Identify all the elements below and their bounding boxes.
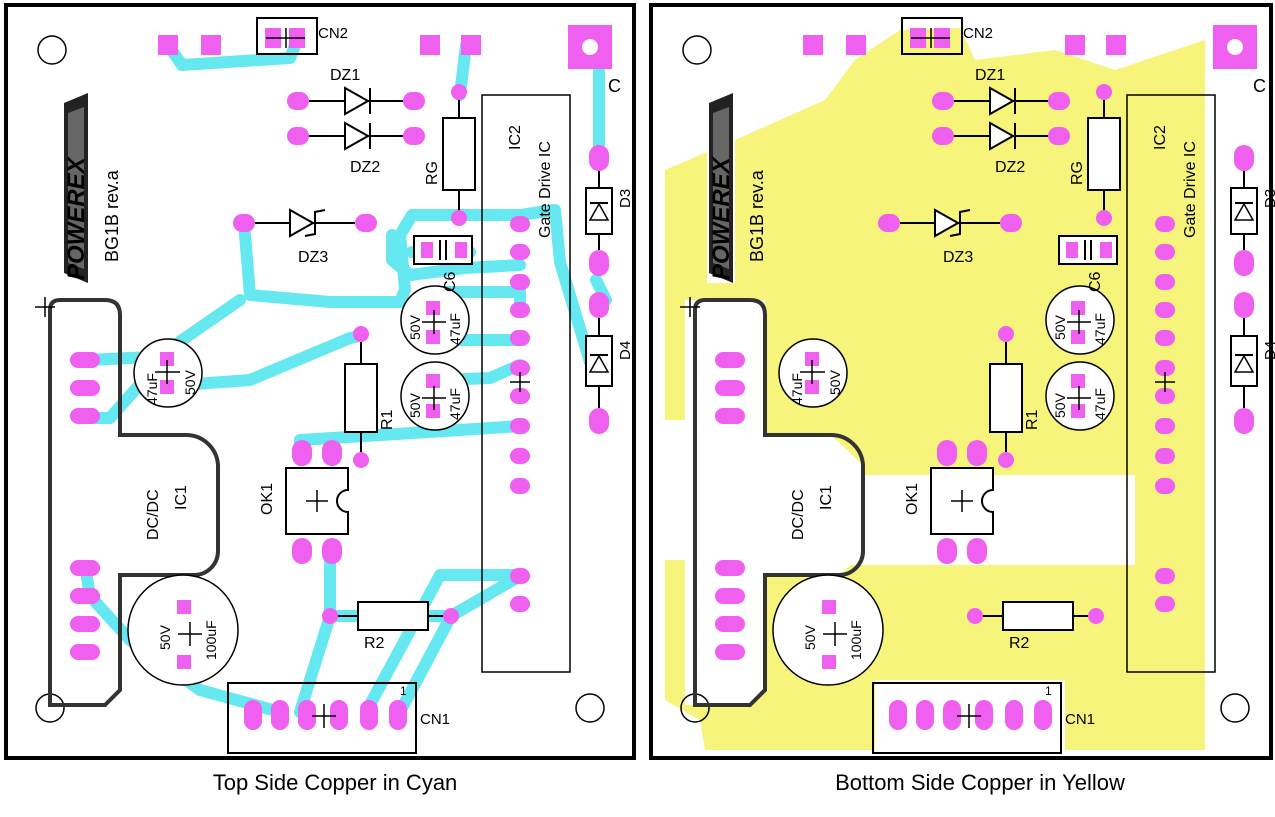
c6-label: C6 xyxy=(1087,271,1104,292)
dz1-label: DZ1 xyxy=(330,67,360,84)
cap-47uf-label: 47uF xyxy=(1092,388,1108,420)
ic1-label: IC1 xyxy=(173,485,190,510)
revision-label: BG1B rev.a xyxy=(102,169,122,262)
right-caption: Bottom Side Copper in Yellow xyxy=(835,770,1125,795)
c-mark-label: C xyxy=(1253,76,1266,96)
left-panel: CN2 DZ1 DZ2 DZ3 RG IC2 Gate Drive IC C6 … xyxy=(4,3,636,760)
r1-label: R1 xyxy=(379,409,396,430)
gate-drive-label: Gate Drive IC xyxy=(1182,141,1199,238)
left-board-outline xyxy=(4,3,636,760)
pin-one-label: 1 xyxy=(1045,684,1052,698)
ic2-label: IC2 xyxy=(507,125,524,150)
cap-47uf-label: 47uF xyxy=(447,313,463,345)
c-mark-label: C xyxy=(608,76,621,96)
cn2-label: CN2 xyxy=(318,25,348,42)
dz3-label: DZ3 xyxy=(943,249,973,266)
rg-label: RG xyxy=(1069,161,1086,185)
ic1-label: IC1 xyxy=(818,485,835,510)
cap-50v-label: 50V xyxy=(407,392,423,418)
bottom-copper-pour xyxy=(665,28,1205,750)
pin-one-label: 1 xyxy=(400,684,407,698)
cap-47uf-label: 47uF xyxy=(144,373,160,405)
cn1-label: CN1 xyxy=(1065,711,1095,728)
r2-label: R2 xyxy=(364,635,385,652)
revision-label: BG1B rev.a xyxy=(747,169,767,262)
dz2-label: DZ2 xyxy=(995,159,1025,176)
left-caption: Top Side Copper in Cyan xyxy=(212,770,458,795)
brand-logo: POWEREX xyxy=(708,155,735,280)
cap-50v-label: 50V xyxy=(1052,392,1068,418)
c6-label: C6 xyxy=(442,271,459,292)
d4-label: D4 xyxy=(617,341,634,360)
cap-50v-label: 50V xyxy=(1052,314,1068,340)
brand-logo: POWEREX xyxy=(63,155,90,280)
right-board-outline xyxy=(649,3,1273,760)
rg-label: RG xyxy=(424,161,441,185)
gate-drive-label: Gate Drive IC xyxy=(537,141,554,238)
dcdc-label: DC/DC xyxy=(145,489,162,540)
cap-50v-label: 50V xyxy=(157,624,173,650)
cn2-label: CN2 xyxy=(963,25,993,42)
dz2-label: DZ2 xyxy=(350,159,380,176)
cap-47uf-label: 47uF xyxy=(447,388,463,420)
dz3-label: DZ3 xyxy=(298,249,328,266)
cap-50v-label: 50V xyxy=(802,624,818,650)
cap-50v-label: 50V xyxy=(827,369,843,395)
ic2-label: IC2 xyxy=(1152,125,1169,150)
d4-label: D4 xyxy=(1262,341,1275,360)
cap-50v-label: 50V xyxy=(407,314,423,340)
right-panel: CN2 DZ1 DZ2 DZ3 RG IC2 Gate Drive IC C6 … xyxy=(649,3,1275,760)
d3-label: D3 xyxy=(617,189,634,208)
cap-100uf-label: 100uF xyxy=(848,620,864,660)
cap-47uf-label: 47uF xyxy=(789,373,805,405)
dz1-label: DZ1 xyxy=(975,67,1005,84)
ok1-label: OK1 xyxy=(904,483,921,515)
ok1-label: OK1 xyxy=(259,483,276,515)
d3-label: D3 xyxy=(1262,189,1275,208)
cap-100uf-label: 100uF xyxy=(203,620,219,660)
dcdc-label: DC/DC xyxy=(790,489,807,540)
cap-50v-label: 50V xyxy=(182,369,198,395)
r2-label: R2 xyxy=(1009,635,1030,652)
cap-47uf-label: 47uF xyxy=(1092,313,1108,345)
r1-label: R1 xyxy=(1024,409,1041,430)
cn1-label: CN1 xyxy=(420,711,450,728)
